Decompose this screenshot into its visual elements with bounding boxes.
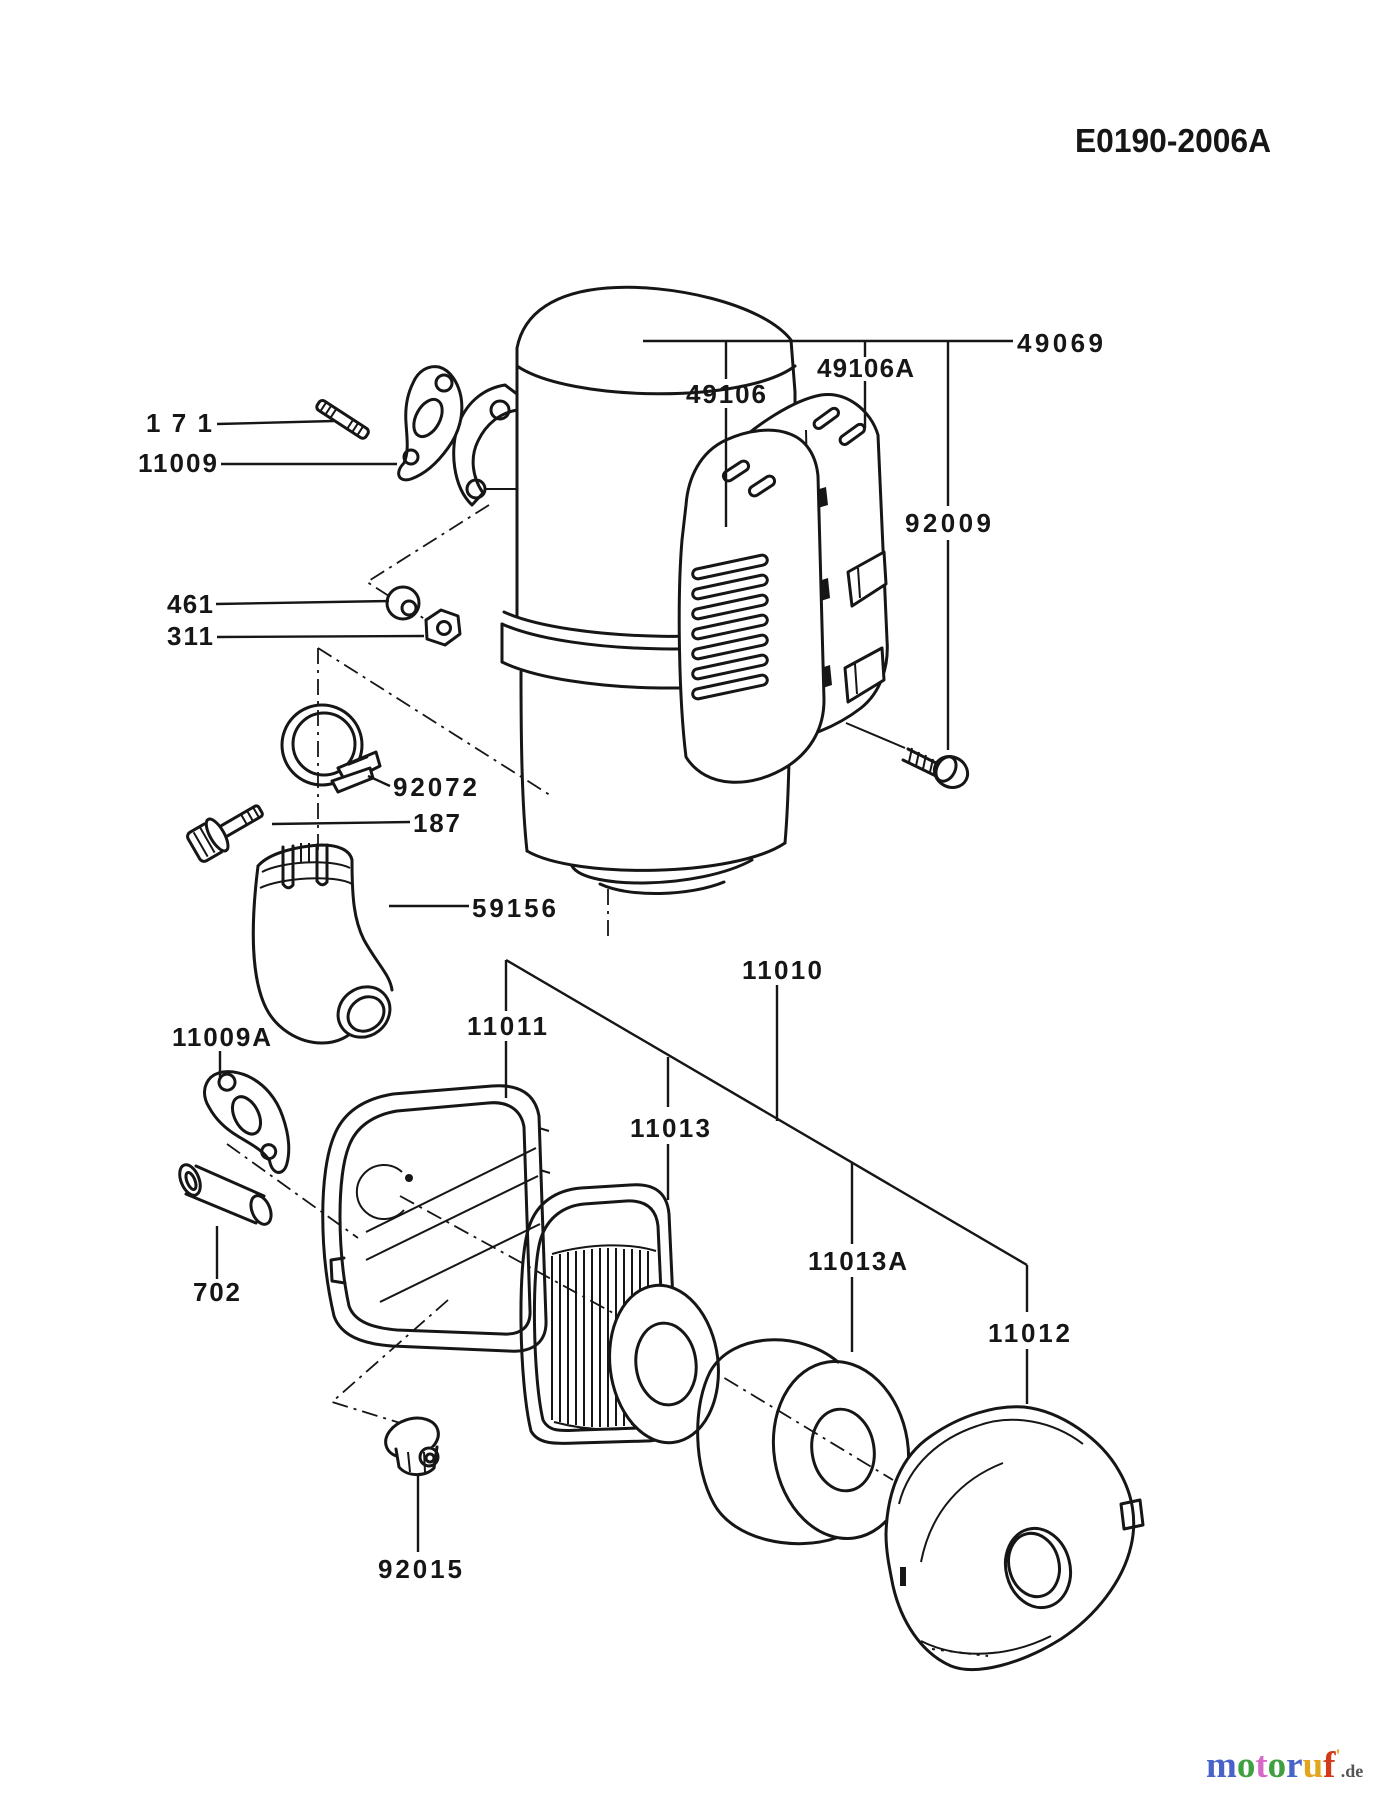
- part-label-187: 187: [413, 808, 460, 838]
- part-label-59156: 59156: [472, 893, 556, 923]
- watermark-letter: f: [1323, 1745, 1336, 1786]
- screw-92009-drawing: [845, 722, 970, 789]
- bolt-187-drawing: [186, 804, 264, 863]
- part-label-311: 311: [167, 621, 213, 651]
- part-label-92015: 92015: [378, 1554, 462, 1584]
- muffler-cover-front-drawing: [677, 428, 826, 784]
- washer-461-drawing: [385, 585, 421, 621]
- watermark-letter: o: [1236, 1745, 1256, 1786]
- stud-171-drawing: [315, 399, 370, 440]
- nut-311-drawing: [424, 608, 462, 647]
- watermark-letter: r: [1286, 1745, 1303, 1786]
- part-label-11010: 11010: [742, 955, 822, 985]
- part-label-461: 461: [167, 589, 213, 619]
- watermark-letter: t: [1255, 1745, 1268, 1786]
- part-label-49106a: 49106A: [817, 353, 914, 383]
- part-label-11009: 11009: [138, 448, 217, 478]
- air-filter-case-drawing: [321, 1084, 551, 1353]
- part-label-11009a: 11009A: [172, 1022, 271, 1052]
- watermark-letter: o: [1267, 1745, 1287, 1786]
- filter-element-drawing: [519, 1183, 720, 1445]
- part-label-49106: 49106: [686, 379, 766, 409]
- elbow-59156-drawing: [251, 843, 394, 1045]
- gasket-11009-drawing: [397, 365, 464, 482]
- diagram-code-label: E0190-2006A: [1075, 122, 1271, 159]
- flange-nut-drawing: [384, 1416, 440, 1477]
- muffler-bracket-drawing: [452, 383, 519, 507]
- hose-702-drawing: [178, 1163, 273, 1226]
- part-label-92072: 92072: [393, 772, 477, 802]
- foam-element-drawing: [696, 1338, 911, 1546]
- gasket-11009a-drawing: [203, 1070, 291, 1174]
- air-filter-cover-drawing: [884, 1405, 1145, 1671]
- part-label-11013a: 11013A: [808, 1246, 907, 1276]
- clamp-92072-drawing: [280, 703, 382, 794]
- part-label-11013: 11013: [630, 1113, 710, 1143]
- motoruf-watermark: motoruf'.de: [1206, 1744, 1376, 1787]
- watermark-letter: m: [1206, 1745, 1237, 1786]
- part-label-11011: 11011: [467, 1011, 547, 1041]
- part-label-92009: 92009: [905, 508, 991, 538]
- leader-lines: [215, 339, 1029, 1552]
- part-label-49069: 49069: [1017, 328, 1103, 358]
- part-label-702: 702: [193, 1277, 240, 1307]
- watermark-suffix: .de: [1340, 1761, 1364, 1781]
- part-labels: E0190-2006A 49069 49106 49106A 92009 171…: [138, 122, 1271, 1584]
- watermark-letter: u: [1302, 1745, 1324, 1786]
- watermark-tick: ': [1335, 1746, 1341, 1767]
- part-label-11012: 11012: [988, 1318, 1070, 1348]
- part-label-171: 171: [146, 408, 212, 438]
